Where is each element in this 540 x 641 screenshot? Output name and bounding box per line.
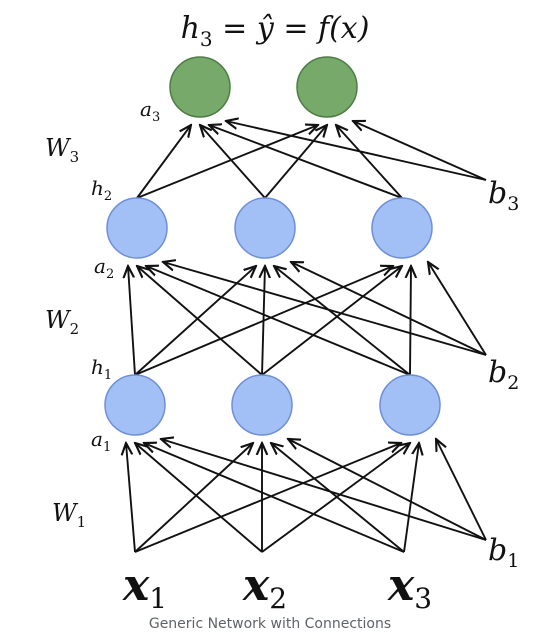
- w1-edge-3-to-3: [403, 443, 419, 553]
- w2-edge-1-to-2: [134, 266, 256, 376]
- b3-bias-edge-1: [226, 121, 487, 181]
- w3-edge-2-to-2: [264, 125, 327, 199]
- w1-edge-1-to-3: [134, 443, 401, 553]
- b1-bias-edge-3: [436, 439, 487, 541]
- hidden2-a-label: a2: [94, 254, 114, 282]
- hidden2-h-label: h2: [91, 176, 112, 204]
- w1-edge-3-to-1: [144, 443, 405, 553]
- input-label-x1: x1: [122, 560, 167, 615]
- w1-edge-2-to-1: [135, 443, 263, 553]
- bias-label-b2: b2: [488, 355, 519, 394]
- w2-edge-3-to-3: [410, 266, 411, 376]
- b2-bias-edge-2: [291, 262, 487, 356]
- w3-edge-1-to-2: [136, 125, 318, 199]
- bias-label-b1: b1: [488, 533, 519, 572]
- w2-edge-1-to-1: [128, 266, 136, 376]
- diagram-caption: Generic Network with Connections: [148, 616, 392, 632]
- hidden1-node-2: [231, 374, 293, 436]
- w3-edge-3-to-1: [209, 125, 403, 199]
- connection-edges: [126, 121, 487, 553]
- w2-edge-2-to-1: [137, 266, 263, 376]
- hidden1-node-1: [104, 374, 166, 436]
- network-nodes: [104, 56, 441, 436]
- weight-label-w3: W3: [45, 134, 79, 166]
- w1-edge-2-to-3: [261, 443, 410, 553]
- b1-bias-edge-2: [288, 439, 487, 541]
- hidden1-a-label: a1: [91, 427, 111, 455]
- hidden2-node-3: [371, 197, 433, 259]
- hidden1-h-label: h1: [91, 355, 112, 383]
- weight-label-w1: W1: [52, 499, 86, 531]
- hidden2-node-1: [106, 197, 168, 259]
- w2-edge-1-to-3: [134, 266, 393, 376]
- b3-bias-edge-2: [353, 121, 487, 181]
- w3-edge-1-to-1: [136, 125, 191, 199]
- bias-label-b3: b3: [488, 176, 519, 215]
- input-label-x3: x3: [387, 560, 432, 615]
- output-a-label: a3: [140, 97, 160, 125]
- w3-edge-3-to-2: [336, 125, 403, 199]
- weight-label-w2: W2: [45, 306, 79, 338]
- w2-edge-2-to-3: [261, 266, 402, 376]
- output-equation-title: h3 = ŷ = f(x): [181, 11, 370, 51]
- hidden1-node-3: [379, 374, 441, 436]
- output-node-1: [169, 56, 231, 118]
- w1-edge-1-to-1: [126, 443, 136, 553]
- output-node-2: [296, 56, 358, 118]
- w2-edge-3-to-1: [146, 266, 411, 376]
- b2-bias-edge-1: [163, 262, 487, 356]
- w2-edge-3-to-2: [274, 266, 411, 376]
- hidden2-node-2: [234, 197, 296, 259]
- b2-bias-edge-3: [428, 262, 487, 356]
- b1-bias-edge-1: [161, 439, 487, 541]
- w3-edge-2-to-1: [200, 125, 266, 199]
- input-label-x2: x2: [242, 560, 287, 615]
